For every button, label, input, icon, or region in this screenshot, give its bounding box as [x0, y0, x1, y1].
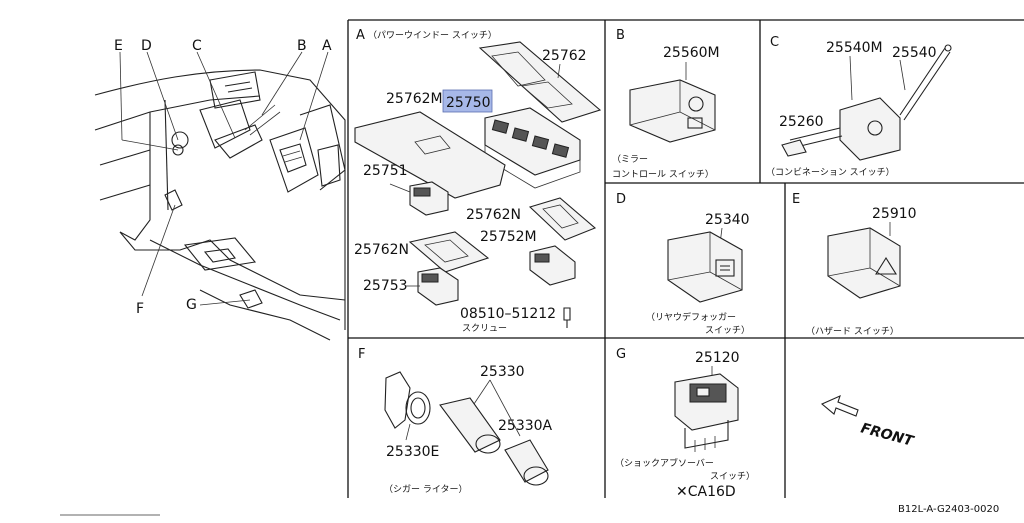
section-d: D 25340 （リヤウデフォッガー スイッチ） — [616, 192, 750, 336]
callout-e: E — [114, 38, 123, 54]
section-c-caption: （コンビネーション スイッチ） — [766, 167, 895, 178]
section-d-caption-2: スイッチ） — [705, 325, 750, 336]
section-b-caption-1: （ミラー — [612, 154, 648, 165]
part-25330e: 25330E — [386, 444, 439, 460]
part-25340: 25340 — [705, 212, 750, 228]
callout-f: F — [136, 301, 144, 317]
part-25750: 25750 — [446, 95, 491, 111]
section-b: B 25560M （ミラー コントロール スイッチ） — [612, 28, 720, 180]
part-25910: 25910 — [872, 206, 917, 222]
section-a-caption: （パワーウインドー スイッチ） — [368, 30, 497, 41]
section-e-caption: （ハザード スイッチ） — [806, 326, 899, 337]
part-25762: 25762 — [542, 48, 587, 64]
part-25120: 25120 — [695, 350, 740, 366]
section-d-letter: D — [616, 192, 626, 207]
section-e: E 25910 （ハザード スイッチ） — [792, 192, 917, 337]
section-g-letter: G — [616, 347, 626, 362]
callout-a: A — [322, 38, 332, 54]
section-a-letter: A — [356, 28, 365, 43]
section-b-caption-2: コントロール スイッチ） — [612, 169, 714, 180]
part-25330a: 25330A — [498, 418, 553, 434]
section-e-letter: E — [792, 192, 800, 207]
overview-drawing: E D C B A F G — [94, 38, 346, 341]
callout-b: B — [297, 38, 307, 54]
callout-c: C — [192, 38, 202, 54]
part-25560m: 25560M — [663, 45, 720, 61]
footer-code: B12L-A-G2403-0020 — [898, 504, 999, 515]
front-arrow: FRONT — [820, 394, 916, 450]
part-25762n-2: 25762N — [354, 242, 409, 258]
part-25752m: 25752M — [480, 229, 537, 245]
part-25260: 25260 — [779, 114, 824, 130]
section-f-letter: F — [358, 347, 365, 362]
part-25762m: 25762M — [386, 91, 443, 107]
callout-d: D — [141, 38, 152, 54]
section-f: F 25330 25330A 25330E （シガー ライター） — [358, 347, 553, 495]
front-label: FRONT — [859, 420, 916, 450]
section-c-letter: C — [770, 35, 779, 50]
highlight-25750 — [442, 89, 493, 113]
callout-g: G — [186, 297, 197, 313]
section-c: C 25540M 25540 25260 （コンビネーション スイッチ） — [766, 35, 952, 178]
part-08510-51212: 08510–51212 — [460, 306, 556, 322]
section-a: A （パワーウインドー スイッチ） 25762M 25750 25762 257… — [354, 28, 602, 334]
part-25751: 25751 — [363, 163, 408, 179]
part-25330: 25330 — [480, 364, 525, 380]
part-25540: 25540 — [892, 45, 937, 61]
part-screw-caption: スクリュー — [462, 323, 507, 334]
section-grid — [347, 19, 1024, 498]
part-25762n-1: 25762N — [466, 207, 521, 223]
section-b-letter: B — [616, 28, 625, 43]
part-25753: 25753 — [363, 278, 408, 294]
section-g-note: ✕CA16D — [676, 484, 736, 500]
section-d-caption-1: （リヤウデフォッガー — [646, 311, 736, 323]
section-g-caption-2: スイッチ） — [710, 471, 755, 482]
section-f-caption: （シガー ライター） — [384, 484, 468, 495]
section-g-caption-1: （ショックアブソーバー — [615, 457, 714, 469]
part-25540m: 25540M — [826, 40, 883, 56]
section-g: G 25120 （ショックアブソーバー スイッチ） ✕CA16D — [615, 347, 755, 500]
